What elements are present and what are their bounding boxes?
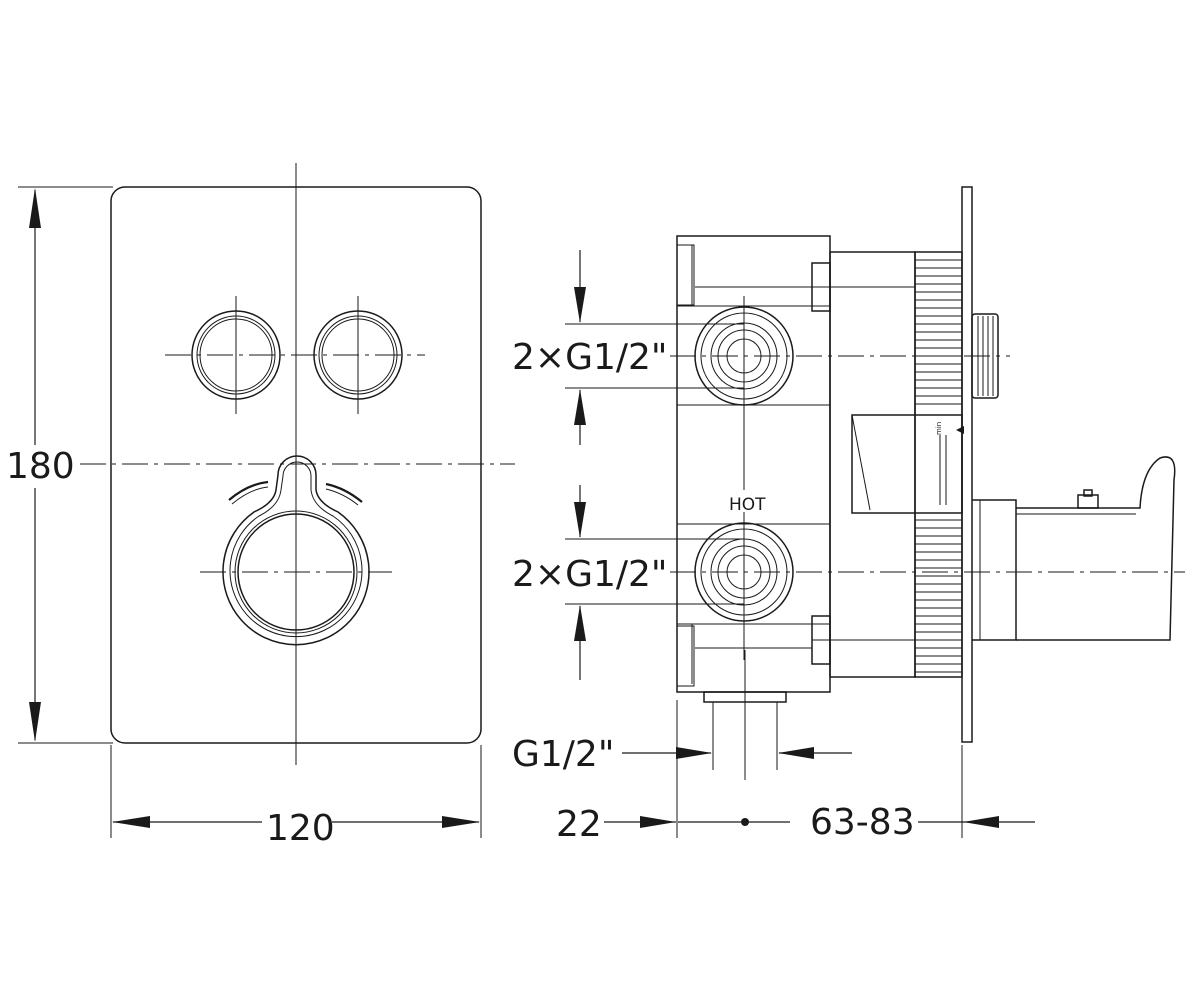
sleeve-threads-bottom bbox=[915, 519, 962, 673]
right-push-button bbox=[313, 296, 403, 414]
height-label: 180 bbox=[6, 446, 75, 487]
min-marking: min bbox=[935, 422, 943, 435]
sleeve-threads-top bbox=[915, 259, 962, 405]
depth-dimension bbox=[604, 700, 1035, 838]
height-dimension bbox=[18, 186, 113, 744]
threaded-sleeve bbox=[829, 251, 916, 678]
width-label: 120 bbox=[266, 808, 335, 849]
depth-range-label: 63-83 bbox=[810, 802, 915, 843]
left-push-button bbox=[191, 296, 281, 414]
bottom-inlet-label: 2×G1/2" bbox=[512, 554, 667, 595]
depth-front-label: 22 bbox=[556, 804, 602, 845]
outlet-label: G1/2" bbox=[512, 734, 614, 775]
bottom-inlet-dimension bbox=[565, 485, 744, 680]
mixer-handle bbox=[972, 456, 1176, 641]
wall-plate bbox=[961, 186, 973, 743]
width-dimension bbox=[110, 745, 482, 838]
side-view: HOT bbox=[512, 186, 1185, 845]
temperature-arc-left bbox=[228, 480, 269, 501]
top-inlet-dimension bbox=[565, 250, 744, 445]
bottom-inlet bbox=[694, 512, 794, 660]
hot-marking: HOT bbox=[729, 495, 766, 515]
top-inlet bbox=[694, 296, 794, 490]
temperature-arc-right bbox=[325, 482, 363, 503]
top-inlet-label: 2×G1/2" bbox=[512, 337, 667, 378]
thermostat-knob bbox=[222, 455, 370, 646]
front-view: 180 120 bbox=[6, 163, 515, 849]
outlet-dimension bbox=[622, 747, 852, 759]
